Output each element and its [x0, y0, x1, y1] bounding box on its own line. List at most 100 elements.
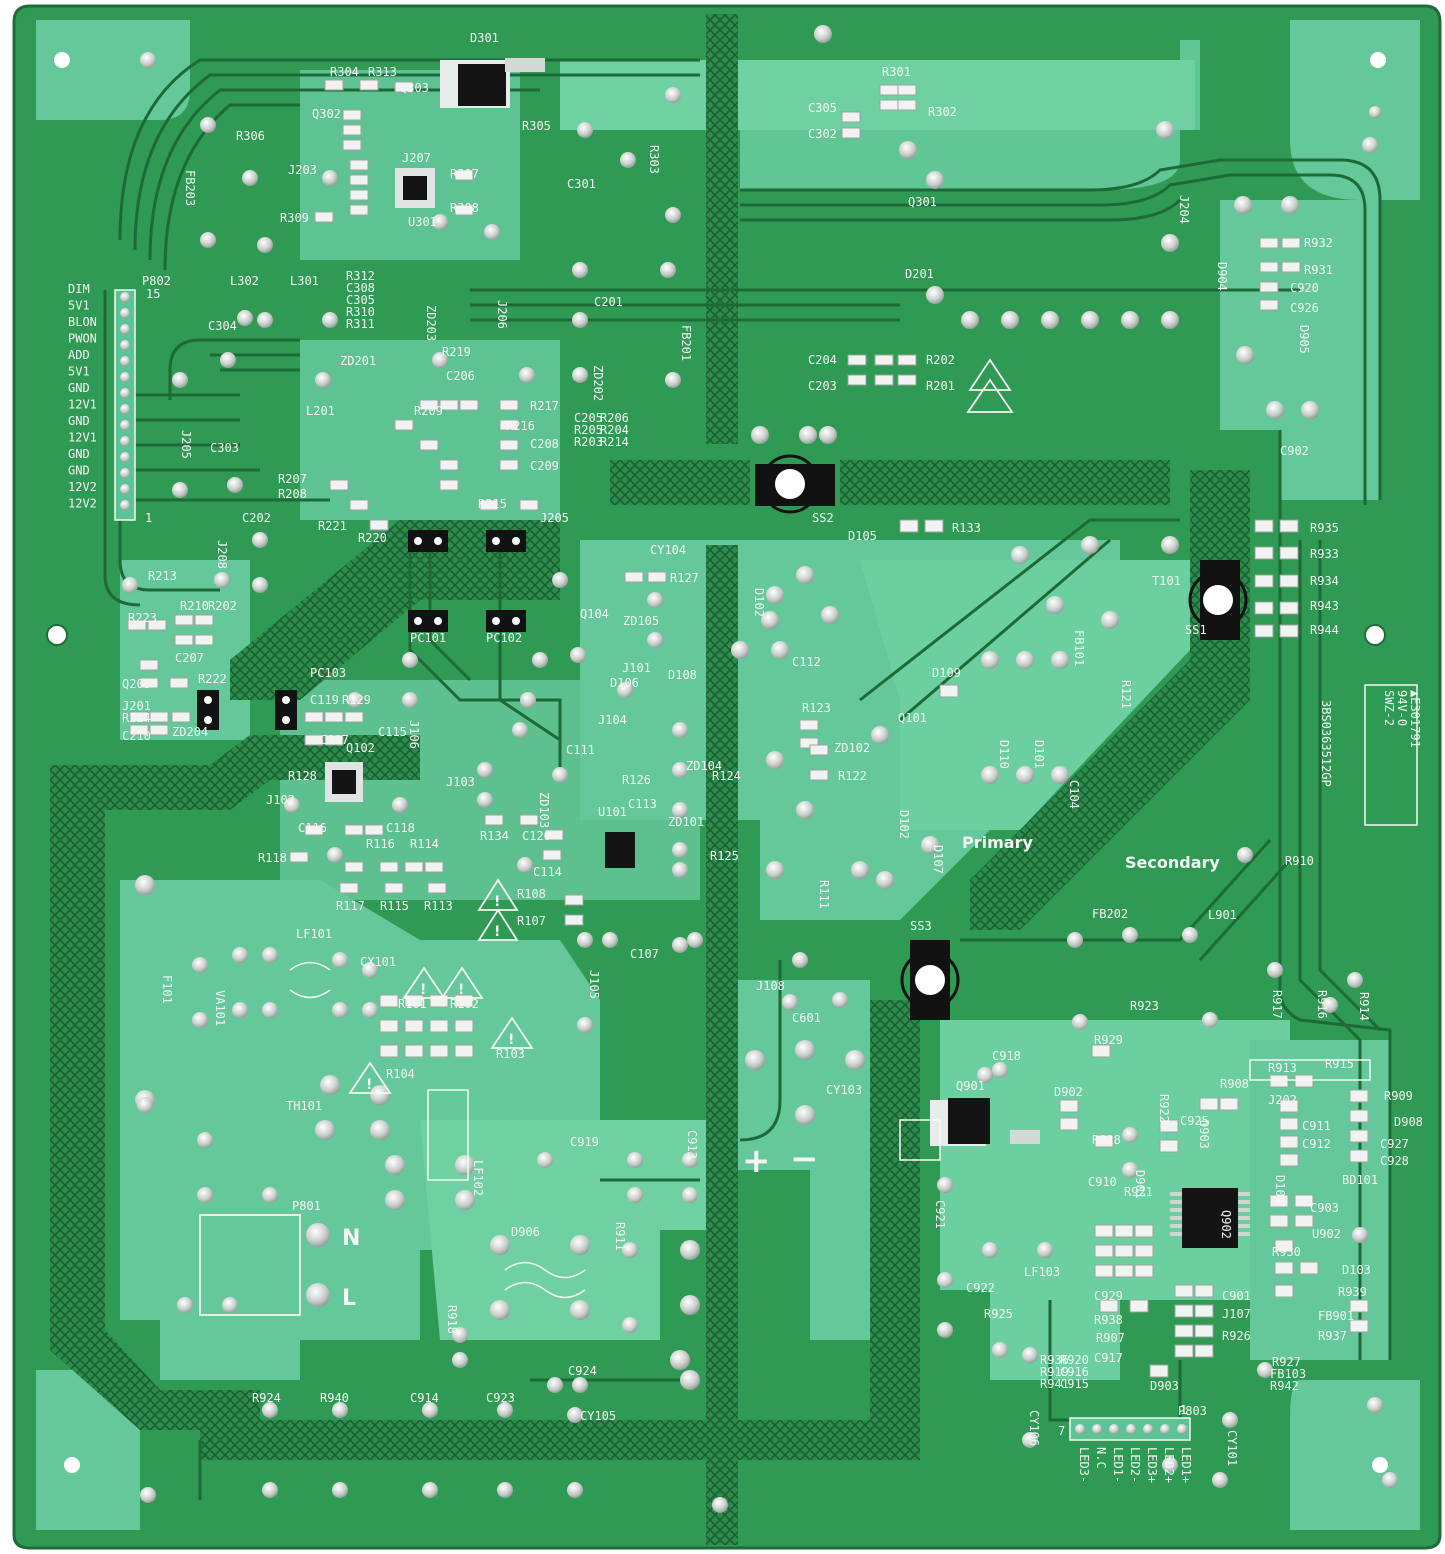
component-refdes: J205: [179, 430, 193, 459]
component-refdes: R310: [346, 305, 375, 319]
component-refdes: C926: [1290, 301, 1319, 315]
component-refdes: R936: [1040, 1353, 1069, 1367]
component-refdes: C305: [808, 101, 837, 115]
component-refdes: C304: [208, 319, 237, 333]
component-refdes: SS1: [1185, 623, 1207, 637]
cert-line-3: ▲E301791: [1408, 690, 1422, 748]
component-refdes: VA101: [213, 990, 227, 1026]
component-refdes: C202: [242, 511, 271, 525]
component-refdes: C903: [1310, 1201, 1339, 1215]
component-refdes: Q301: [908, 195, 937, 209]
p802-count: 15: [146, 287, 160, 301]
component-refdes: ZD201: [340, 354, 376, 368]
component-refdes: R205: [574, 423, 603, 437]
component-refdes: R134: [480, 829, 509, 843]
component-refdes: D908: [1394, 1115, 1423, 1129]
component-refdes: R920: [1060, 1353, 1089, 1367]
p803-ref: P803: [1178, 1404, 1207, 1418]
component-refdes: D902: [1054, 1085, 1083, 1099]
component-refdes: ZD203: [424, 305, 438, 341]
component-refdes: D301: [470, 31, 499, 45]
mount-hole-bottom-left: [64, 1457, 80, 1473]
component-refdes: R943: [1310, 599, 1339, 613]
hatch-vertical-mid: [706, 545, 738, 1545]
component-refdes: R223: [128, 611, 157, 625]
component-refdes: R907: [1096, 1331, 1125, 1345]
component-refdes: Q303: [400, 81, 429, 95]
component-refdes: R216: [506, 419, 535, 433]
component-refdes: C104: [1067, 780, 1081, 809]
component-refdes: U101: [598, 805, 627, 819]
corner-pad-top-left: [36, 20, 190, 120]
component-refdes: R117: [336, 899, 365, 913]
component-refdes: J102: [266, 793, 295, 807]
component-refdes: J207: [402, 151, 431, 165]
standoff-ss2: [755, 454, 835, 514]
component-refdes: C112: [792, 655, 821, 669]
component-refdes: C301: [567, 177, 596, 191]
component-refdes: J204: [1177, 195, 1191, 224]
component-refdes: C917: [1094, 1351, 1123, 1365]
component-refdes: R102: [450, 997, 479, 1011]
optocouplers: [197, 530, 526, 730]
component-refdes: J103: [446, 775, 475, 789]
component-refdes: CY106: [1027, 1410, 1041, 1446]
component-refdes: R107: [517, 914, 546, 928]
component-refdes: R313: [368, 65, 397, 79]
p802-pin-label: GND: [68, 464, 90, 478]
component-refdes: Q104: [580, 607, 609, 621]
component-refdes: C922: [966, 1281, 995, 1295]
component-refdes: C116: [298, 821, 327, 835]
p803-pin-label: LED2-: [1128, 1447, 1142, 1483]
p802-pin-label: 5V1: [68, 365, 90, 379]
component-refdes: R938: [1094, 1313, 1123, 1327]
caution-triangles: [348, 358, 1014, 1094]
mosfet-d301: [440, 58, 545, 108]
component-refdes: C302: [808, 127, 837, 141]
hatch-diagonal-left: [230, 520, 560, 700]
component-refdes: R206: [600, 411, 629, 425]
component-refdes: R207: [278, 472, 307, 486]
component-refdes: R308: [450, 201, 479, 215]
component-refdes: U301: [408, 215, 437, 229]
component-refdes: R929: [1094, 1033, 1123, 1047]
svg-text:!: !: [494, 924, 500, 940]
component-refdes: R923: [1130, 999, 1159, 1013]
cert-box: [1364, 684, 1418, 826]
secondary-label: Secondary: [1125, 853, 1220, 872]
component-refdes: R939: [1338, 1285, 1367, 1299]
component-refdes: J108: [756, 979, 785, 993]
component-refdes: R103: [496, 1047, 525, 1061]
component-refdes: R222: [198, 672, 227, 686]
component-refdes: D102: [752, 588, 766, 617]
component-refdes: D904: [1215, 262, 1229, 291]
p802-pin-label: ADD: [68, 348, 90, 362]
component-refdes: J206: [495, 300, 509, 329]
component-refdes: D106: [610, 676, 639, 690]
component-refdes: R127: [670, 571, 699, 585]
component-refdes: R307: [450, 167, 479, 181]
component-refdes: FB202: [1092, 907, 1128, 921]
standoff-ss3: [900, 940, 960, 1020]
component-refdes: J201: [122, 699, 151, 713]
component-refdes: U902: [1312, 1227, 1341, 1241]
component-refdes: R935: [1310, 521, 1339, 535]
corner-pad-top-right: [1290, 20, 1420, 200]
component-refdes: C919: [570, 1135, 599, 1149]
component-refdes: R208: [278, 487, 307, 501]
component-refdes: R921: [1124, 1185, 1153, 1199]
component-refdes: R133: [952, 521, 981, 535]
component-refdes: J105: [587, 970, 601, 999]
component-refdes: D905: [1297, 325, 1311, 354]
component-refdes: FB201: [679, 325, 693, 361]
caution-marks: !!!! !!: [366, 894, 514, 1093]
component-refdes: R944: [1310, 623, 1339, 637]
component-refdes: C914: [410, 1391, 439, 1405]
component-refdes: Q901: [956, 1079, 985, 1093]
component-refdes: R121: [1119, 680, 1133, 709]
component-refdes: TH101: [286, 1099, 322, 1113]
component-refdes: LF101: [296, 927, 332, 941]
component-refdes: C208: [530, 437, 559, 451]
component-refdes: BD101: [1342, 1173, 1378, 1187]
component-refdes: CY101: [1225, 1430, 1239, 1466]
